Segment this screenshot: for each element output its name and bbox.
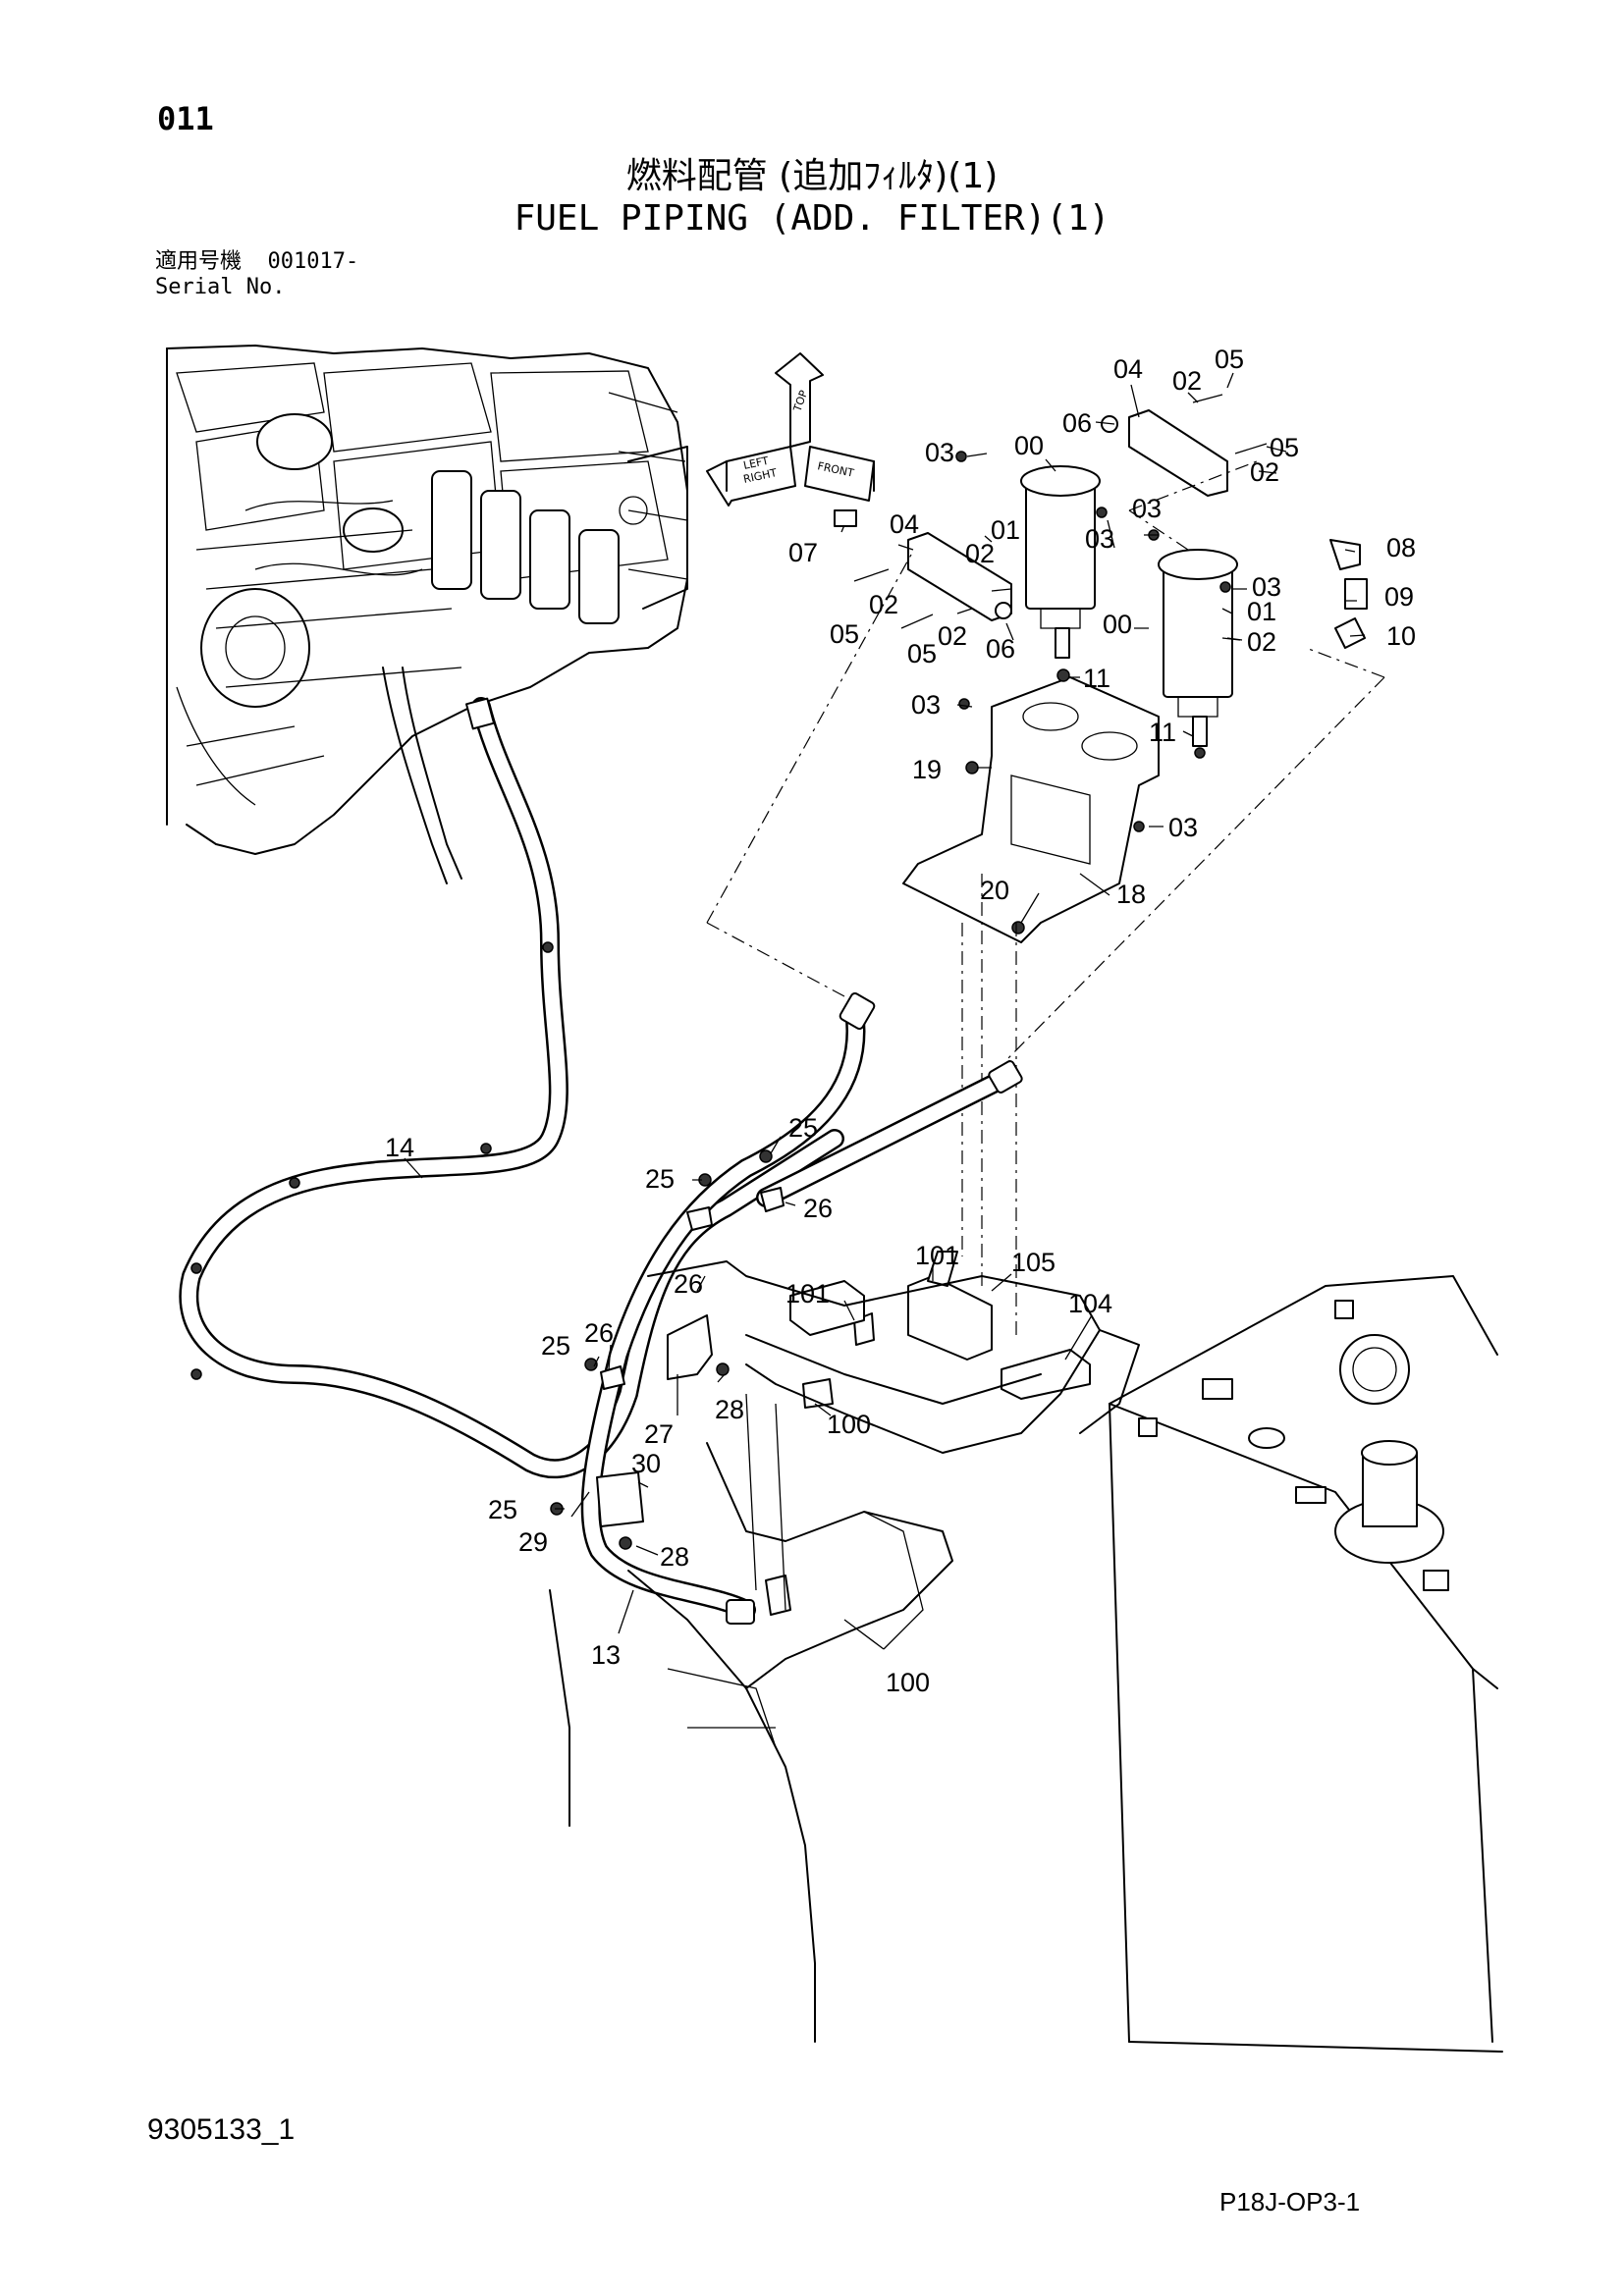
hose-fittings [190, 697, 1023, 1625]
chassis-frame [549, 1260, 1140, 2043]
callout-26: 26 [674, 1269, 703, 1299]
callout-26: 26 [803, 1194, 833, 1223]
callout-02: 02 [1172, 366, 1202, 396]
callout-100: 100 [827, 1410, 871, 1439]
hose-upper [756, 1070, 1011, 1207]
callout-05: 05 [1215, 345, 1244, 374]
callout-00: 00 [1103, 610, 1132, 639]
page-title-jp: 燃料配管 (追加ﾌｨﾙﾀ)(1) [625, 156, 999, 196]
callout-03: 03 [911, 690, 941, 720]
callout-05: 05 [1270, 433, 1299, 462]
callout-30: 30 [631, 1449, 661, 1478]
callout-27: 27 [644, 1419, 674, 1449]
callout-10: 10 [1386, 621, 1416, 651]
callout-06: 06 [986, 634, 1015, 664]
callout-101: 101 [915, 1241, 959, 1270]
callout-02: 02 [938, 621, 967, 651]
page-title-en: FUEL PIPING (ADD. FILTER)(1) [514, 198, 1110, 239]
callout-leaders [404, 372, 1366, 1650]
callout-03: 03 [925, 438, 954, 467]
callout-25: 25 [541, 1331, 570, 1361]
page-reference: P18J-OP3-1 [1219, 2187, 1361, 2216]
callout-03: 03 [1085, 524, 1114, 554]
callout-04: 04 [890, 509, 919, 539]
callout-19: 19 [912, 755, 942, 784]
callout-04: 04 [1113, 354, 1143, 384]
document-number: 9305133_1 [147, 2113, 296, 2146]
callout-00: 00 [1014, 431, 1044, 460]
callout-03: 03 [1252, 572, 1281, 602]
callout-03: 03 [1132, 494, 1162, 523]
callout-05: 05 [907, 639, 937, 668]
orientation-left: LEFT [742, 454, 770, 472]
callout-07: 07 [788, 538, 818, 567]
serial-block: 適用号機 001017- Serial No. [155, 249, 358, 300]
engine-assembly [166, 345, 688, 884]
callout-02: 02 [869, 590, 898, 619]
callout-25: 25 [488, 1495, 517, 1524]
callout-06: 06 [1062, 408, 1092, 438]
callout-101: 101 [785, 1279, 830, 1308]
callout-08: 08 [1386, 533, 1416, 562]
fuel-tank [1109, 1275, 1503, 2053]
callout-11: 11 [1149, 718, 1176, 747]
callout-29: 29 [518, 1527, 548, 1557]
serial-label-en: Serial No. [155, 275, 286, 299]
callout-03: 03 [1168, 813, 1198, 842]
callout-09: 09 [1384, 582, 1414, 612]
callout-05: 05 [830, 619, 859, 649]
callout-20: 20 [980, 876, 1009, 905]
callout-100: 100 [886, 1668, 930, 1697]
callout-labels: 04 02 05 06 00 03 05 02 04 01 03 03 07 0… [385, 345, 1416, 1697]
callout-01: 01 [1247, 597, 1276, 626]
orientation-arrow: TOP LEFT RIGHT FRONT [706, 352, 875, 507]
callout-01: 01 [991, 515, 1020, 545]
callout-26: 26 [584, 1318, 614, 1348]
callout-18: 18 [1116, 880, 1146, 909]
callout-13: 13 [591, 1640, 621, 1670]
callout-105: 105 [1011, 1248, 1056, 1277]
hose-13 [580, 1001, 866, 1620]
callout-104: 104 [1068, 1289, 1112, 1318]
callout-25: 25 [645, 1164, 675, 1194]
callout-02: 02 [1247, 627, 1276, 657]
callout-14: 14 [385, 1133, 414, 1162]
callout-28: 28 [715, 1395, 744, 1424]
page-number: 011 [157, 100, 214, 137]
filter-assembly [706, 394, 1385, 1335]
serial-value: 001017- [267, 249, 359, 274]
callout-02: 02 [1250, 457, 1279, 487]
serial-label-jp: 適用号機 [155, 249, 243, 274]
callout-02: 02 [965, 539, 995, 568]
callout-11: 11 [1083, 664, 1110, 693]
callout-28: 28 [660, 1542, 689, 1572]
callout-25: 25 [788, 1113, 818, 1143]
hose-14 [179, 697, 844, 1479]
